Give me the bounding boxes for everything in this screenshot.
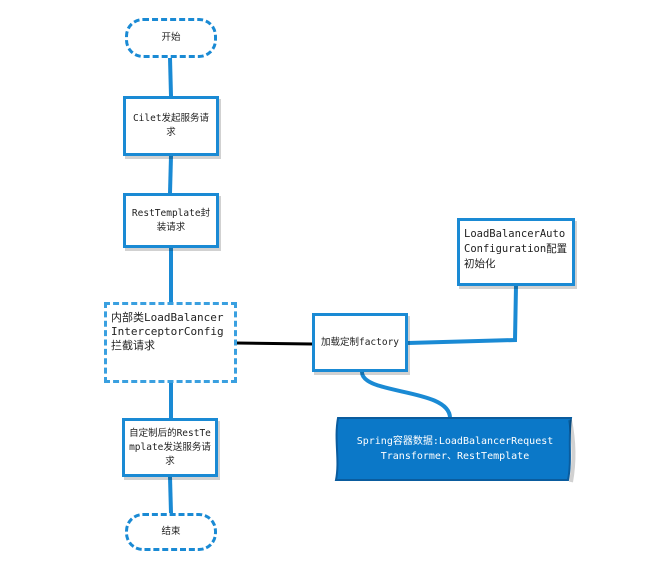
- client-request-node: Cilet发起服务请求: [123, 96, 219, 156]
- container-tape-shape: [334, 417, 573, 481]
- interceptor-label: 内部类LoadBalancerInterceptorConfig拦截请求: [111, 311, 224, 352]
- resttemplate-label: RestTemplate封装请求: [131, 207, 211, 233]
- interceptor-node: 内部类LoadBalancerInterceptorConfig拦截请求: [104, 302, 237, 383]
- factory-label: 加载定制factory: [320, 336, 400, 348]
- custom-resttemplate-node: 自定制后的RestTemplate发送服务请求: [122, 418, 218, 477]
- connector-factory-container: [360, 371, 452, 419]
- resttemplate-node: RestTemplate封装请求: [123, 193, 219, 248]
- end-label: 结束: [161, 526, 181, 537]
- start-node: 开始: [125, 18, 217, 58]
- autoconfig-label: LoadBalancerAutoConfiguration配置初始化: [464, 228, 568, 270]
- connector-interceptor-factory: [235, 341, 313, 346]
- container-node: Spring容器数据:LoadBalancerRequestTransforme…: [350, 420, 560, 478]
- connector-client-resttemplate: [168, 155, 173, 194]
- autoconfig-node: LoadBalancerAutoConfiguration配置初始化: [457, 218, 575, 286]
- connector-start-client: [168, 57, 173, 97]
- connector-custom-end: [168, 476, 173, 514]
- end-node: 结束: [125, 513, 217, 551]
- connector-factory-autoconfig: [407, 285, 518, 345]
- factory-node: 加载定制factory: [312, 313, 408, 372]
- start-label: 开始: [161, 32, 181, 43]
- client-request-label: Cilet发起服务请求: [132, 113, 210, 138]
- container-label: Spring容器数据:LoadBalancerRequestTransforme…: [356, 436, 554, 462]
- container-tape-shadow: [568, 419, 576, 483]
- custom-resttemplate-label: 自定制后的RestTemplate发送服务请求: [129, 427, 211, 467]
